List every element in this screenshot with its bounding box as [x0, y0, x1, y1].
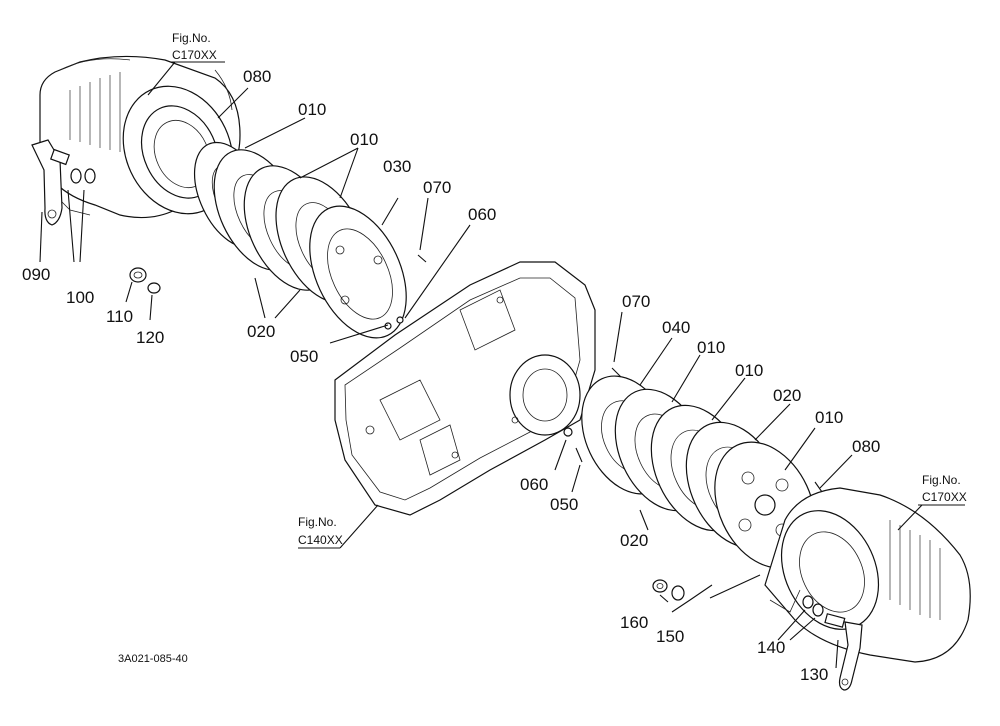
fig-ref-bottom-line1: Fig.No. — [298, 515, 337, 529]
fig-ref-right: Fig.No. C170XX — [922, 473, 967, 504]
parts-150-160 — [652, 579, 685, 601]
part-label-040: 040 — [662, 318, 690, 337]
part-label-110: 110 — [106, 307, 133, 326]
lever-090 — [31, 139, 70, 226]
fig-ref-bottom-center: Fig.No. C140XX — [298, 515, 343, 547]
part-label-130: 130 — [800, 665, 828, 684]
o-rings-100 — [70, 168, 96, 184]
part-label-010-b: 010 — [350, 130, 378, 149]
transmission-case — [334, 261, 596, 516]
drawing-code: 3A021-085-40 — [118, 653, 188, 665]
fig-ref-bottom-line2: C140XX — [298, 533, 343, 547]
part-label-030: 030 — [383, 157, 411, 176]
part-label-020-mid: 020 — [773, 386, 801, 405]
fig-ref-top-left: Fig.No. C170XX — [172, 31, 217, 62]
part-label-080-top: 080 — [243, 67, 271, 86]
o-rings-140 — [802, 595, 824, 617]
part-label-010-e: 010 — [815, 408, 843, 427]
part-labels: 080 010 010 030 070 060 090 100 110 120 … — [22, 67, 880, 684]
part-label-060-mid: 060 — [520, 475, 548, 494]
fig-ref-right-line1: Fig.No. — [922, 473, 961, 487]
leader-lines — [39, 61, 965, 669]
pins-center — [563, 427, 583, 463]
part-label-050-top: 050 — [290, 347, 318, 366]
part-label-010-d: 010 — [735, 361, 763, 380]
part-label-050-mid: 050 — [550, 495, 578, 514]
part-label-060-top: 060 — [468, 205, 496, 224]
part-label-080-right: 080 — [852, 437, 880, 456]
lever-130 — [824, 613, 863, 691]
part-label-070-top: 070 — [423, 178, 451, 197]
part-label-070-mid: 070 — [622, 292, 650, 311]
fig-ref-top-left-line1: Fig.No. — [172, 31, 211, 45]
part-label-090: 090 — [22, 265, 50, 284]
fig-ref-right-line2: C170XX — [922, 490, 967, 504]
part-label-020-top: 020 — [247, 322, 275, 341]
part-label-010-c: 010 — [697, 338, 725, 357]
part-label-100: 100 — [66, 288, 94, 307]
part-label-020-bottom: 020 — [620, 531, 648, 550]
part-label-140: 140 — [757, 638, 785, 657]
fig-ref-top-left-line2: C170XX — [172, 48, 217, 62]
part-label-120: 120 — [136, 328, 164, 347]
left-disc-stack — [193, 141, 407, 339]
part-label-160: 160 — [620, 613, 648, 632]
part-label-150: 150 — [656, 627, 684, 646]
part-label-010-a: 010 — [298, 100, 326, 119]
parts-110-120 — [129, 267, 161, 294]
